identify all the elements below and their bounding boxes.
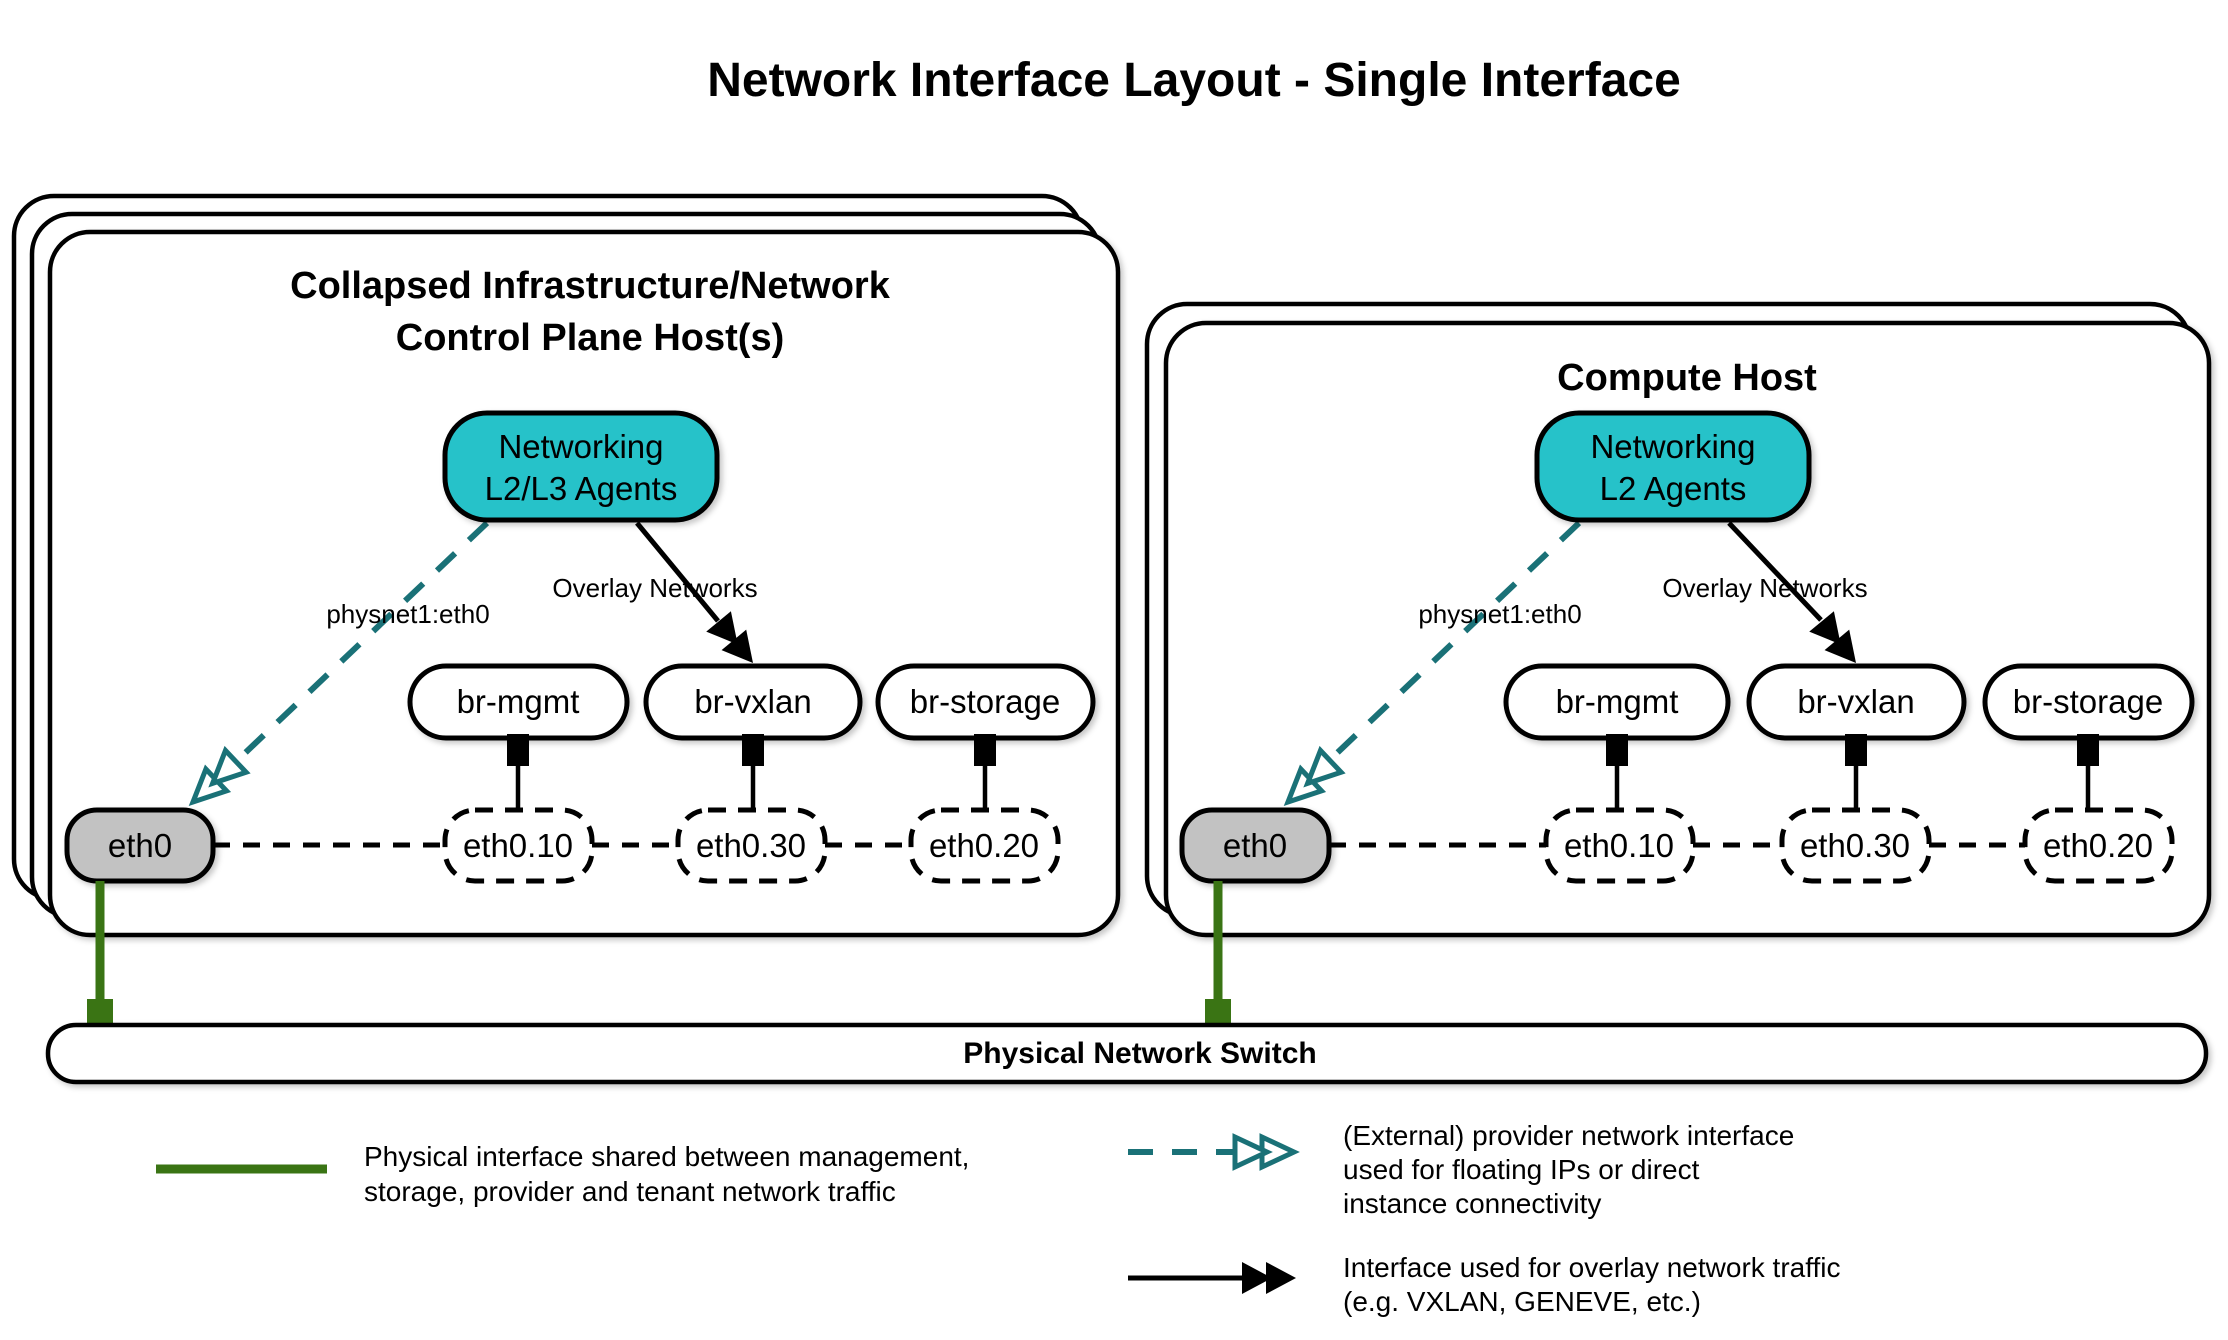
left-bridge-br-storage-label: br-storage: [910, 683, 1060, 720]
provider-arrowhead-icon: [188, 745, 251, 807]
left-host-group: Collapsed Infrastructure/Network Control…: [11, 193, 1121, 1025]
overlay-arrowhead-icon: [706, 611, 753, 663]
right-host-group: Compute Host physnet1:eth0 Overlay Netwo…: [1144, 301, 2212, 1025]
left-vlan-eth0-10-label: eth0.10: [463, 827, 573, 864]
left-eth0-label: eth0: [108, 827, 172, 864]
left-agent-box: [442, 410, 720, 523]
left-eth0: [64, 807, 216, 884]
right-vlan-eth0-30: [1779, 807, 1932, 884]
left-provider-arrow-line: [241, 520, 490, 757]
right-agent-line2: L2 Agents: [1600, 470, 1747, 507]
provider-arrowhead-icon: [1283, 745, 1346, 807]
right-connector-square-2: [1845, 734, 1867, 766]
right-vlan-eth0-20: [2022, 807, 2175, 884]
left-host-title-line1: Collapsed Infrastructure/Network: [290, 265, 891, 307]
left-vlan-eth0-30: [675, 807, 828, 884]
right-host-box: [1163, 320, 2212, 938]
right-overlay-label: Overlay Networks: [1662, 573, 1867, 603]
left-connector-square-2: [742, 734, 764, 766]
physical-switch-label: Physical Network Switch: [963, 1037, 1316, 1070]
provider-arrowhead-icon: [1232, 1133, 1300, 1171]
physical-switch-bar: [45, 1022, 2209, 1085]
right-overlay-arrow-line: [1727, 521, 1823, 622]
right-vlan-eth0-20-label: eth0.20: [2043, 827, 2153, 864]
overlay-arrowhead-icon: [1809, 611, 1856, 663]
left-host-box: [47, 229, 1121, 938]
right-eth0: [1179, 807, 1332, 884]
right-agent-line1: Networking: [1590, 428, 1755, 465]
left-connector-square-3: [974, 734, 996, 766]
right-connector-square-3: [2077, 734, 2099, 766]
right-vlan-eth0-10-label: eth0.10: [1564, 827, 1674, 864]
legend-provider-line3: instance connectivity: [1343, 1188, 1601, 1219]
right-provider-arrow-line: [1333, 520, 1582, 757]
left-provider-label: physnet1:eth0: [326, 599, 489, 629]
right-vlan-eth0-30-label: eth0.30: [1800, 827, 1910, 864]
legend-provider-line1: (External) provider network interface: [1343, 1120, 1794, 1151]
right-agent-box: [1534, 410, 1812, 523]
left-uplink-connector: [87, 999, 113, 1025]
right-vlan-eth0-10: [1543, 807, 1696, 884]
legend-overlay-line1: Interface used for overlay network traff…: [1343, 1252, 1841, 1283]
right-bridge-br-vxlan-label: br-vxlan: [1797, 683, 1914, 720]
legend-overlay-line2: (e.g. VXLAN, GENEVE, etc.): [1343, 1286, 1701, 1317]
left-vlan-eth0-10: [442, 807, 595, 884]
legend-provider-line2: used for floating IPs or direct: [1343, 1154, 1700, 1185]
overlay-arrowhead-icon: [1242, 1262, 1296, 1294]
legend-physical-line1: Physical interface shared between manage…: [364, 1141, 969, 1172]
left-vlan-eth0-20-label: eth0.20: [929, 827, 1039, 864]
right-connector-square-1: [1606, 734, 1628, 766]
left-vlan-eth0-30-label: eth0.30: [696, 827, 806, 864]
page-title: Network Interface Layout - Single Interf…: [707, 54, 1681, 107]
right-bridge-br-storage-label: br-storage: [2013, 683, 2163, 720]
right-eth0-label: eth0: [1223, 827, 1287, 864]
left-agent-line2: L2/L3 Agents: [485, 470, 678, 507]
right-provider-label: physnet1:eth0: [1418, 599, 1581, 629]
left-connector-square-1: [507, 734, 529, 766]
left-bridge-br-mgmt-label: br-mgmt: [457, 683, 580, 720]
legend: Physical interface shared between manage…: [156, 1120, 1841, 1317]
left-vlan-eth0-20: [908, 807, 1061, 884]
left-host-title-line2: Control Plane Host(s): [396, 317, 784, 359]
right-uplink-connector: [1205, 999, 1231, 1025]
right-host-title: Compute Host: [1557, 357, 1817, 399]
left-agent-line1: Networking: [498, 428, 663, 465]
left-overlay-arrow-line: [635, 521, 720, 623]
left-overlay-label: Overlay Networks: [552, 573, 757, 603]
legend-physical-line2: storage, provider and tenant network tra…: [364, 1176, 896, 1207]
left-bridge-br-vxlan-label: br-vxlan: [694, 683, 811, 720]
right-bridge-br-mgmt-label: br-mgmt: [1556, 683, 1679, 720]
